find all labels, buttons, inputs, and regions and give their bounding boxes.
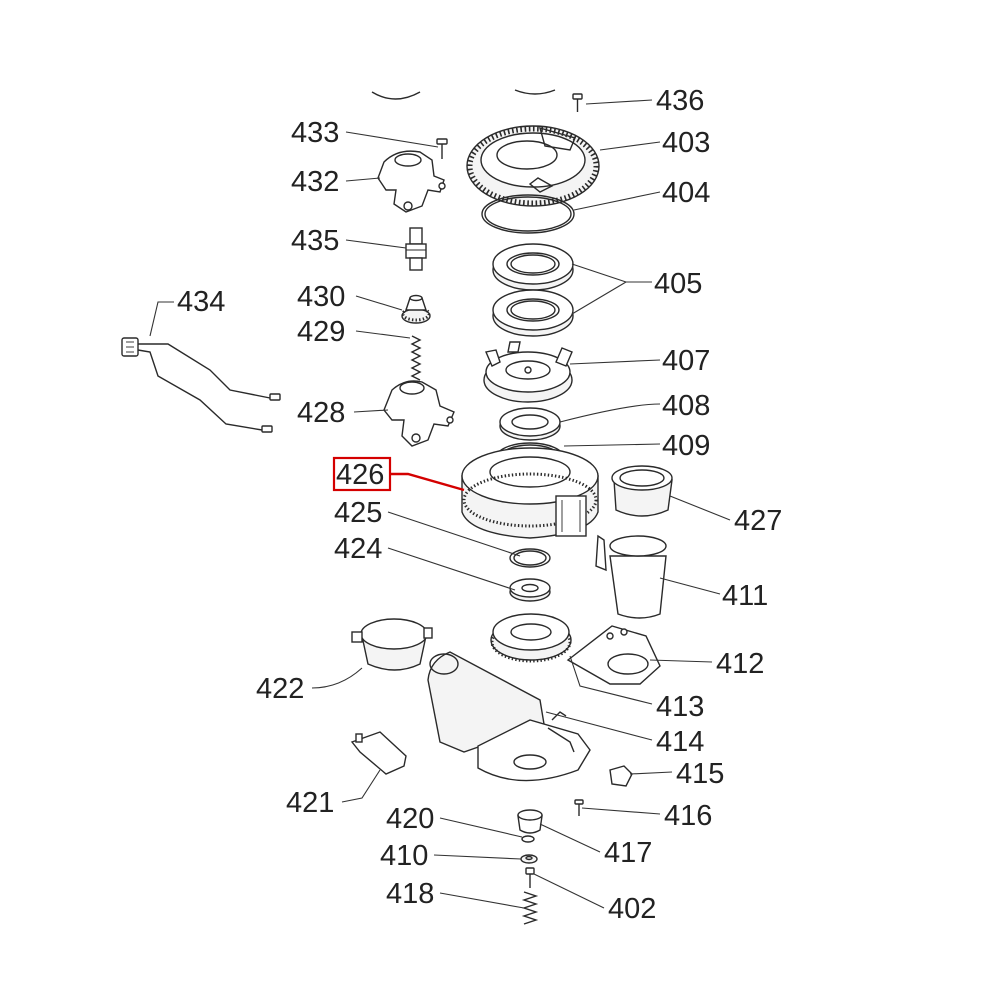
part-drawing-416: [574, 799, 584, 816]
part-drawing-415: [609, 765, 633, 787]
part-label-413: 413: [656, 691, 704, 723]
part-drawing-425: [509, 548, 551, 568]
part-drawing-433: [436, 138, 448, 159]
part-label-407: 407: [662, 345, 710, 377]
part-drawing-413: [490, 613, 572, 663]
part-label-408: 408: [662, 390, 710, 422]
part-drawing-403: [466, 125, 600, 207]
part-drawing-417: [517, 809, 543, 834]
part-drawing-402: [525, 867, 535, 888]
part-drawing-424: [509, 578, 551, 602]
part-drawing-404: [481, 194, 575, 234]
part-label-425: 425: [334, 497, 382, 529]
part-label-434: 434: [177, 286, 225, 318]
part-label-404: 404: [662, 177, 710, 209]
highlight-leader-426: [390, 472, 465, 492]
part-labels: 436 433 403 432 404 435 405 434 430 429 …: [177, 85, 782, 925]
part-label-411: 411: [722, 580, 768, 612]
part-drawing-410: [520, 854, 538, 864]
leader-lines: [149, 99, 731, 909]
part-label-414: 414: [656, 726, 704, 758]
part-label-432: 432: [291, 166, 339, 198]
part-drawing-427: [611, 465, 673, 517]
part-drawing-429: [410, 335, 422, 381]
part-drawing-422: [351, 618, 433, 671]
part-drawing-418: [521, 891, 539, 925]
part-drawing-421: [350, 731, 407, 775]
part-label-421: 421: [286, 787, 334, 819]
part-drawing-426: [461, 447, 599, 539]
top-partial-parts: [371, 89, 556, 100]
part-drawing-432: [377, 150, 446, 213]
part-label-416: 416: [664, 800, 712, 832]
part-label-436: 436: [656, 85, 704, 117]
part-label-433: 433: [291, 117, 339, 149]
part-label-426: 426: [336, 459, 384, 491]
part-label-422: 422: [256, 673, 304, 705]
part-drawing-411: [595, 534, 667, 619]
part-drawing-412: [566, 625, 661, 685]
part-label-420: 420: [386, 803, 434, 835]
highlight-426: [332, 456, 465, 492]
part-drawing-414: [427, 651, 591, 782]
part-label-409: 409: [662, 430, 710, 462]
part-drawing-435: [405, 227, 427, 271]
part-label-430: 430: [297, 281, 345, 313]
part-label-417: 417: [604, 837, 652, 869]
part-drawing-420: [521, 835, 535, 843]
part-label-424: 424: [334, 533, 382, 565]
part-label-415: 415: [676, 758, 724, 790]
part-label-412: 412: [716, 648, 764, 680]
part-label-418: 418: [386, 878, 434, 910]
part-drawing-430: [401, 294, 431, 324]
part-drawing-408: [499, 407, 561, 441]
part-drawing-428: [383, 380, 455, 447]
part-label-428: 428: [297, 397, 345, 429]
part-drawing-436: [572, 93, 583, 112]
part-drawing-407: [483, 341, 573, 403]
part-label-405: 405: [654, 268, 702, 300]
part-label-402: 402: [608, 893, 656, 925]
part-drawing-434: [121, 337, 281, 433]
part-label-427: 427: [734, 505, 782, 537]
part-drawing-405: [492, 243, 574, 337]
part-label-435: 435: [291, 225, 339, 257]
part-label-429: 429: [297, 316, 345, 348]
part-label-410: 410: [380, 840, 428, 872]
part-label-403: 403: [662, 127, 710, 159]
